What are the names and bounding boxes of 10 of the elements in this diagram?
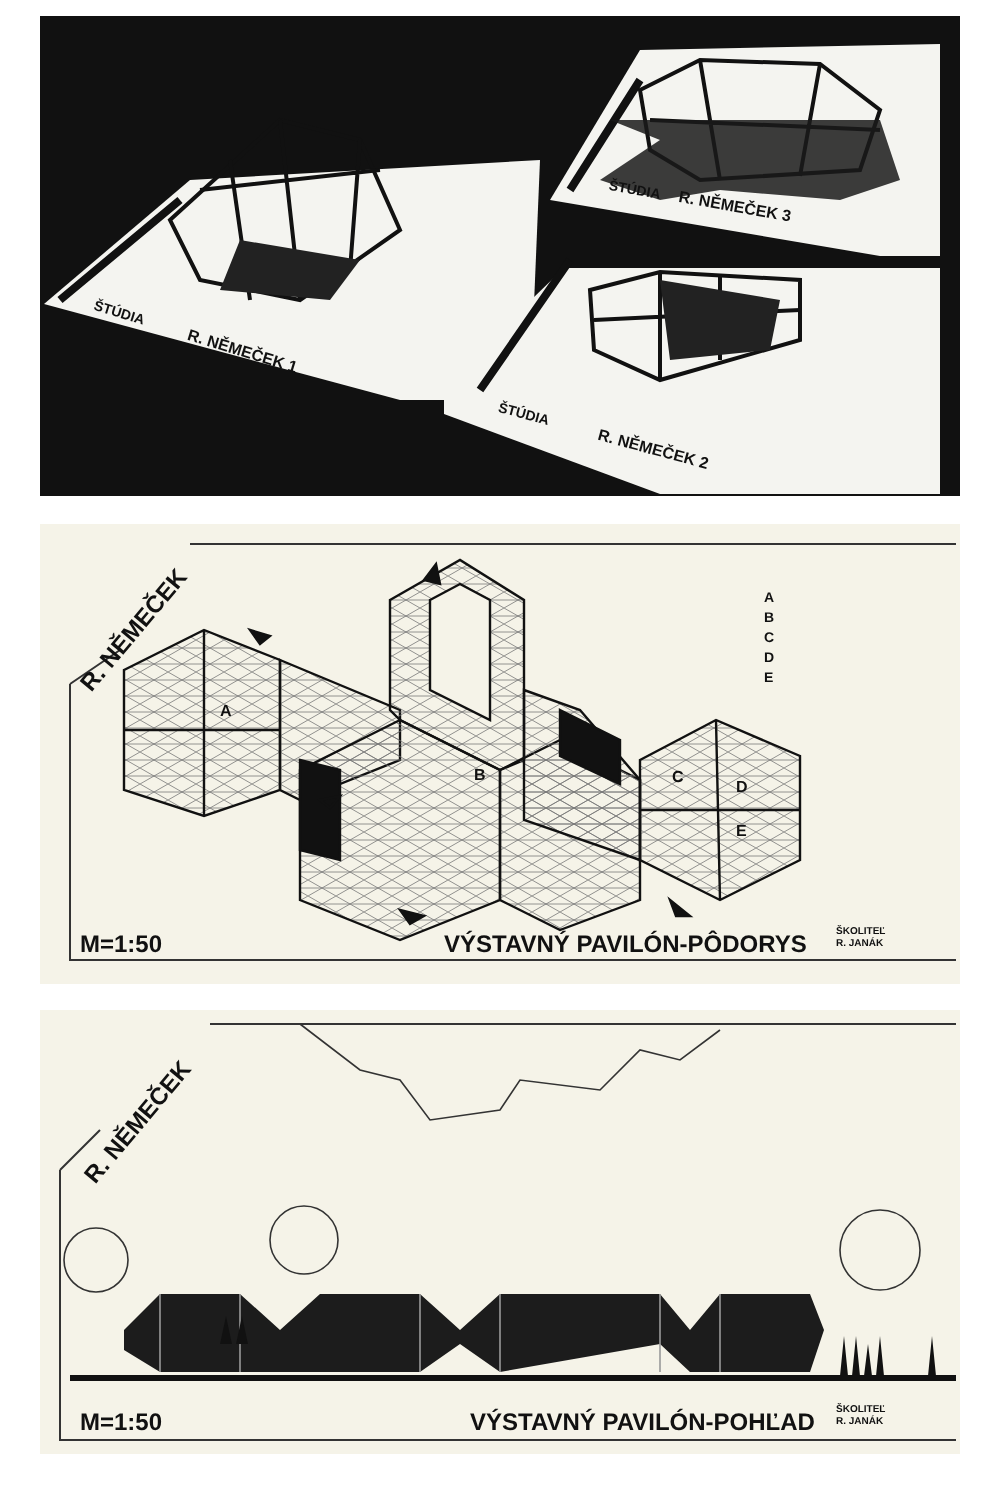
- scale-label: M=1:50: [80, 932, 163, 956]
- room-letter: E: [736, 824, 747, 840]
- room-letter: A: [220, 704, 232, 720]
- scale-label: M=1:50: [80, 1410, 163, 1434]
- room-letter: C: [672, 770, 684, 786]
- sheet-title: VÝSTAVNÝ PAVILÓN-PÔDORYS: [444, 932, 807, 956]
- sheet-title: VÝSTAVNÝ PAVILÓN-POHĽAD: [470, 1410, 815, 1434]
- room-letter: D: [736, 780, 748, 796]
- room-letter: B: [474, 768, 486, 784]
- model-base-label: R. NĚMEČEK 3: [677, 190, 793, 226]
